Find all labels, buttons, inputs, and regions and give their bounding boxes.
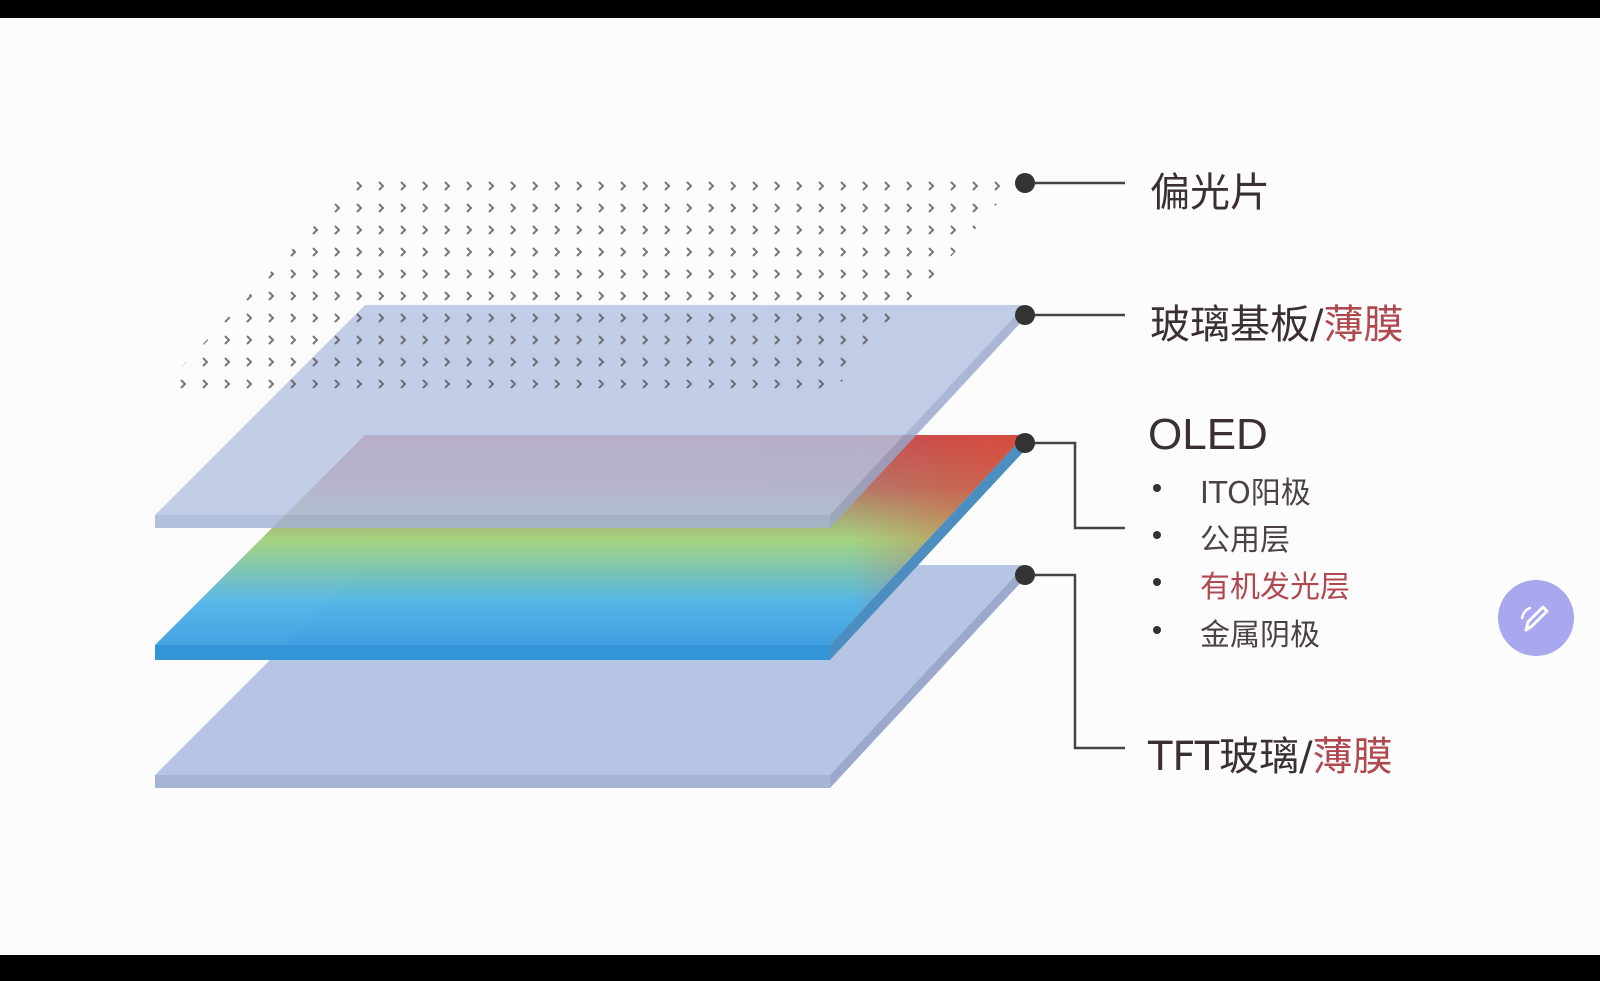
label-glass-substrate: 玻璃基板/薄膜 — [1150, 292, 1403, 350]
sublayer-emissive-layer: 有机发光层 — [1200, 570, 1350, 605]
bullet — [1153, 531, 1161, 539]
label-polarizer: 偏光片 — [1150, 160, 1270, 218]
connector-dots — [1015, 173, 1035, 585]
bullet — [1153, 578, 1161, 586]
label-text: TFT玻璃/ — [1148, 734, 1313, 780]
bottom-black-bar — [0, 955, 1600, 981]
sublayer-common-layer: 公用层 — [1200, 523, 1290, 558]
label-text: 玻璃基板/ — [1150, 302, 1324, 348]
polarizer-layer — [155, 172, 1025, 395]
label-accent: 薄膜 — [1323, 302, 1404, 348]
bullet — [1153, 484, 1161, 492]
label-text: 偏光片 — [1150, 170, 1270, 216]
top-black-bar — [0, 0, 1600, 18]
label-tft-glass: TFT玻璃/薄膜 — [1148, 724, 1393, 782]
pencil-icon — [1520, 605, 1549, 632]
sublayer-ito-anode: ITO阳极 — [1200, 476, 1311, 511]
label-oled: OLED — [1148, 410, 1268, 460]
label-text: OLED — [1148, 410, 1268, 459]
sublayer-metal-cathode: 金属阴极 — [1200, 618, 1320, 653]
label-accent: 薄膜 — [1312, 734, 1393, 780]
connector-lines — [1025, 181, 1125, 750]
floating-edit-button[interactable] — [1498, 580, 1574, 656]
bullet — [1153, 626, 1161, 634]
